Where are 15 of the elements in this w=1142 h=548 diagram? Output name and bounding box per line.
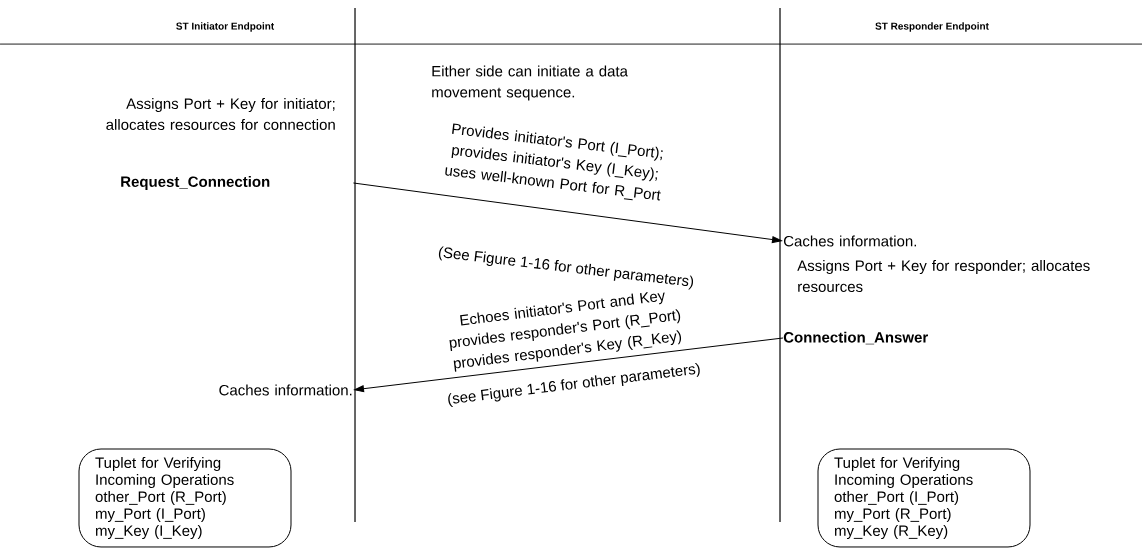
edge-note: (See Figure 1-16 for other parameters) [438, 246, 694, 290]
edge-label: Provides initiator's Port (I_Port); provides initiator's Key (I_Key); uses well-known Port for R_Port [445, 123, 663, 201]
arrow [352, 182, 782, 243]
note-text: Either side can initiate a data movement sequence. [432, 65, 628, 101]
step-text: Caches information. [784, 235, 917, 247]
step-text: Assigns Port + Key for responder; allocates resources [797, 260, 1090, 292]
tuplet-box: Tuplet for Verifying Incoming Operations other_Port (R_Port) my_Port (I_Port) my_Key (I_Key) [78, 448, 292, 548]
step-text: Connection_Answer [783, 331, 928, 345]
arrow [354, 337, 784, 393]
step-text: Assigns Port + Key for initiator; allocates resources for connection [106, 98, 335, 130]
tuplet-box: Tuplet for Verifying Incoming Operations other_Port (I_Port) my_Port (R_Port) my_Key (R_Key) [817, 448, 1031, 548]
column-header: ST Initiator Endpoint [176, 22, 275, 32]
step-text: Request_Connection [121, 176, 270, 190]
step-text: Caches information. [219, 384, 352, 396]
column-header: ST Responder Endpoint [875, 22, 989, 32]
